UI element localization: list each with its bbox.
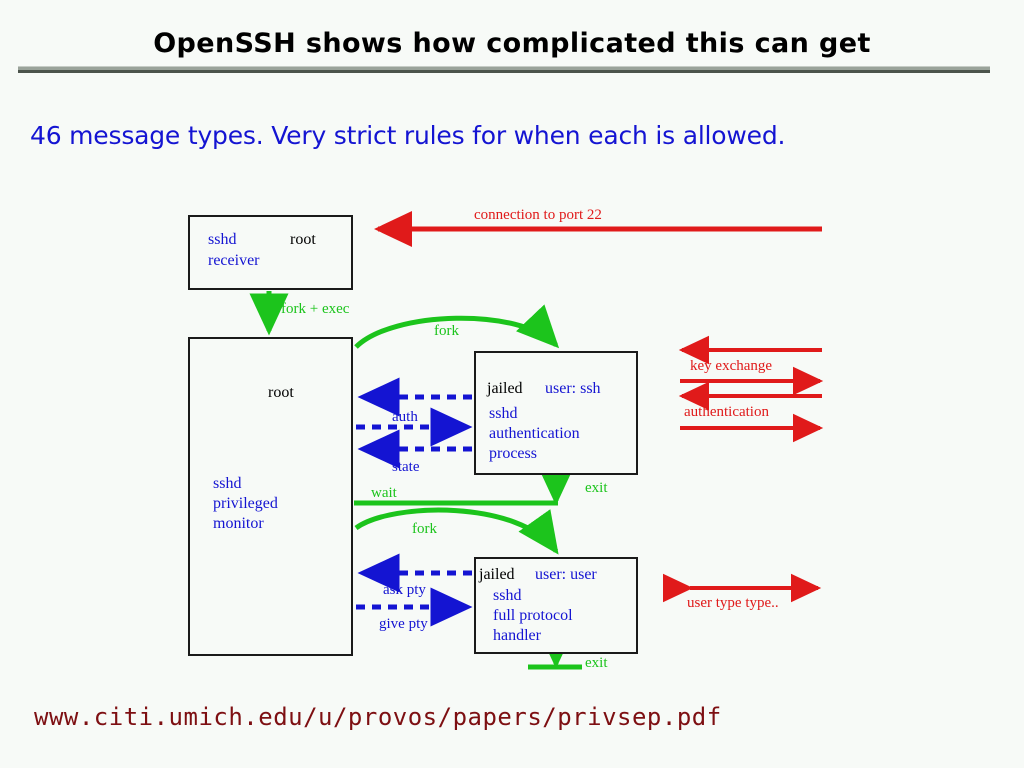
monitor-role-label: sshd privileged monitor [213, 475, 278, 532]
node-sshd-receiver[interactable] [188, 215, 353, 290]
arrow-fork-bottom [354, 507, 559, 555]
monitor-user-label: root [268, 384, 294, 401]
label-fork-bottom: fork [412, 521, 437, 537]
label-fork-exec: fork + exec [281, 301, 350, 317]
node-privileged-monitor[interactable] [188, 337, 353, 656]
label-fork-top: fork [434, 323, 459, 339]
label-authentication: authentication [684, 404, 769, 420]
label-auth: auth [392, 409, 418, 425]
handler-user-label: user: user [535, 566, 597, 583]
title-divider [18, 66, 990, 73]
page-title: OpenSSH shows how complicated this can g… [153, 28, 871, 59]
label-ask-pty: ask pty [383, 582, 426, 598]
receiver-role-label: receiver [208, 252, 260, 269]
source-url: www.citi.umich.edu/u/provos/papers/privs… [34, 703, 722, 731]
label-exit-bottom: exit [585, 655, 608, 671]
label-wait: wait [371, 485, 397, 501]
label-give-pty: give pty [379, 616, 428, 632]
handler-jailed-label: jailed [479, 566, 515, 583]
label-exit-middle: exit [585, 480, 608, 496]
receiver-user-label: root [290, 231, 316, 248]
handler-role-label: sshd full protocol handler [493, 587, 573, 644]
label-connection-port22: connection to port 22 [474, 207, 602, 223]
auth-role-label: sshd authentication process [489, 405, 580, 462]
receiver-process-label: sshd [208, 231, 237, 248]
label-state: state [392, 459, 420, 475]
label-key-exchange: key exchange [690, 358, 773, 374]
node-auth-process[interactable] [474, 351, 638, 475]
auth-jailed-label: jailed [487, 380, 523, 397]
subtitle-text: 46 message types. Very strict rules for … [30, 121, 786, 150]
auth-user-label: user: ssh [545, 380, 601, 397]
label-user-type: user type type.. [687, 595, 779, 611]
node-protocol-handler[interactable] [474, 557, 638, 654]
